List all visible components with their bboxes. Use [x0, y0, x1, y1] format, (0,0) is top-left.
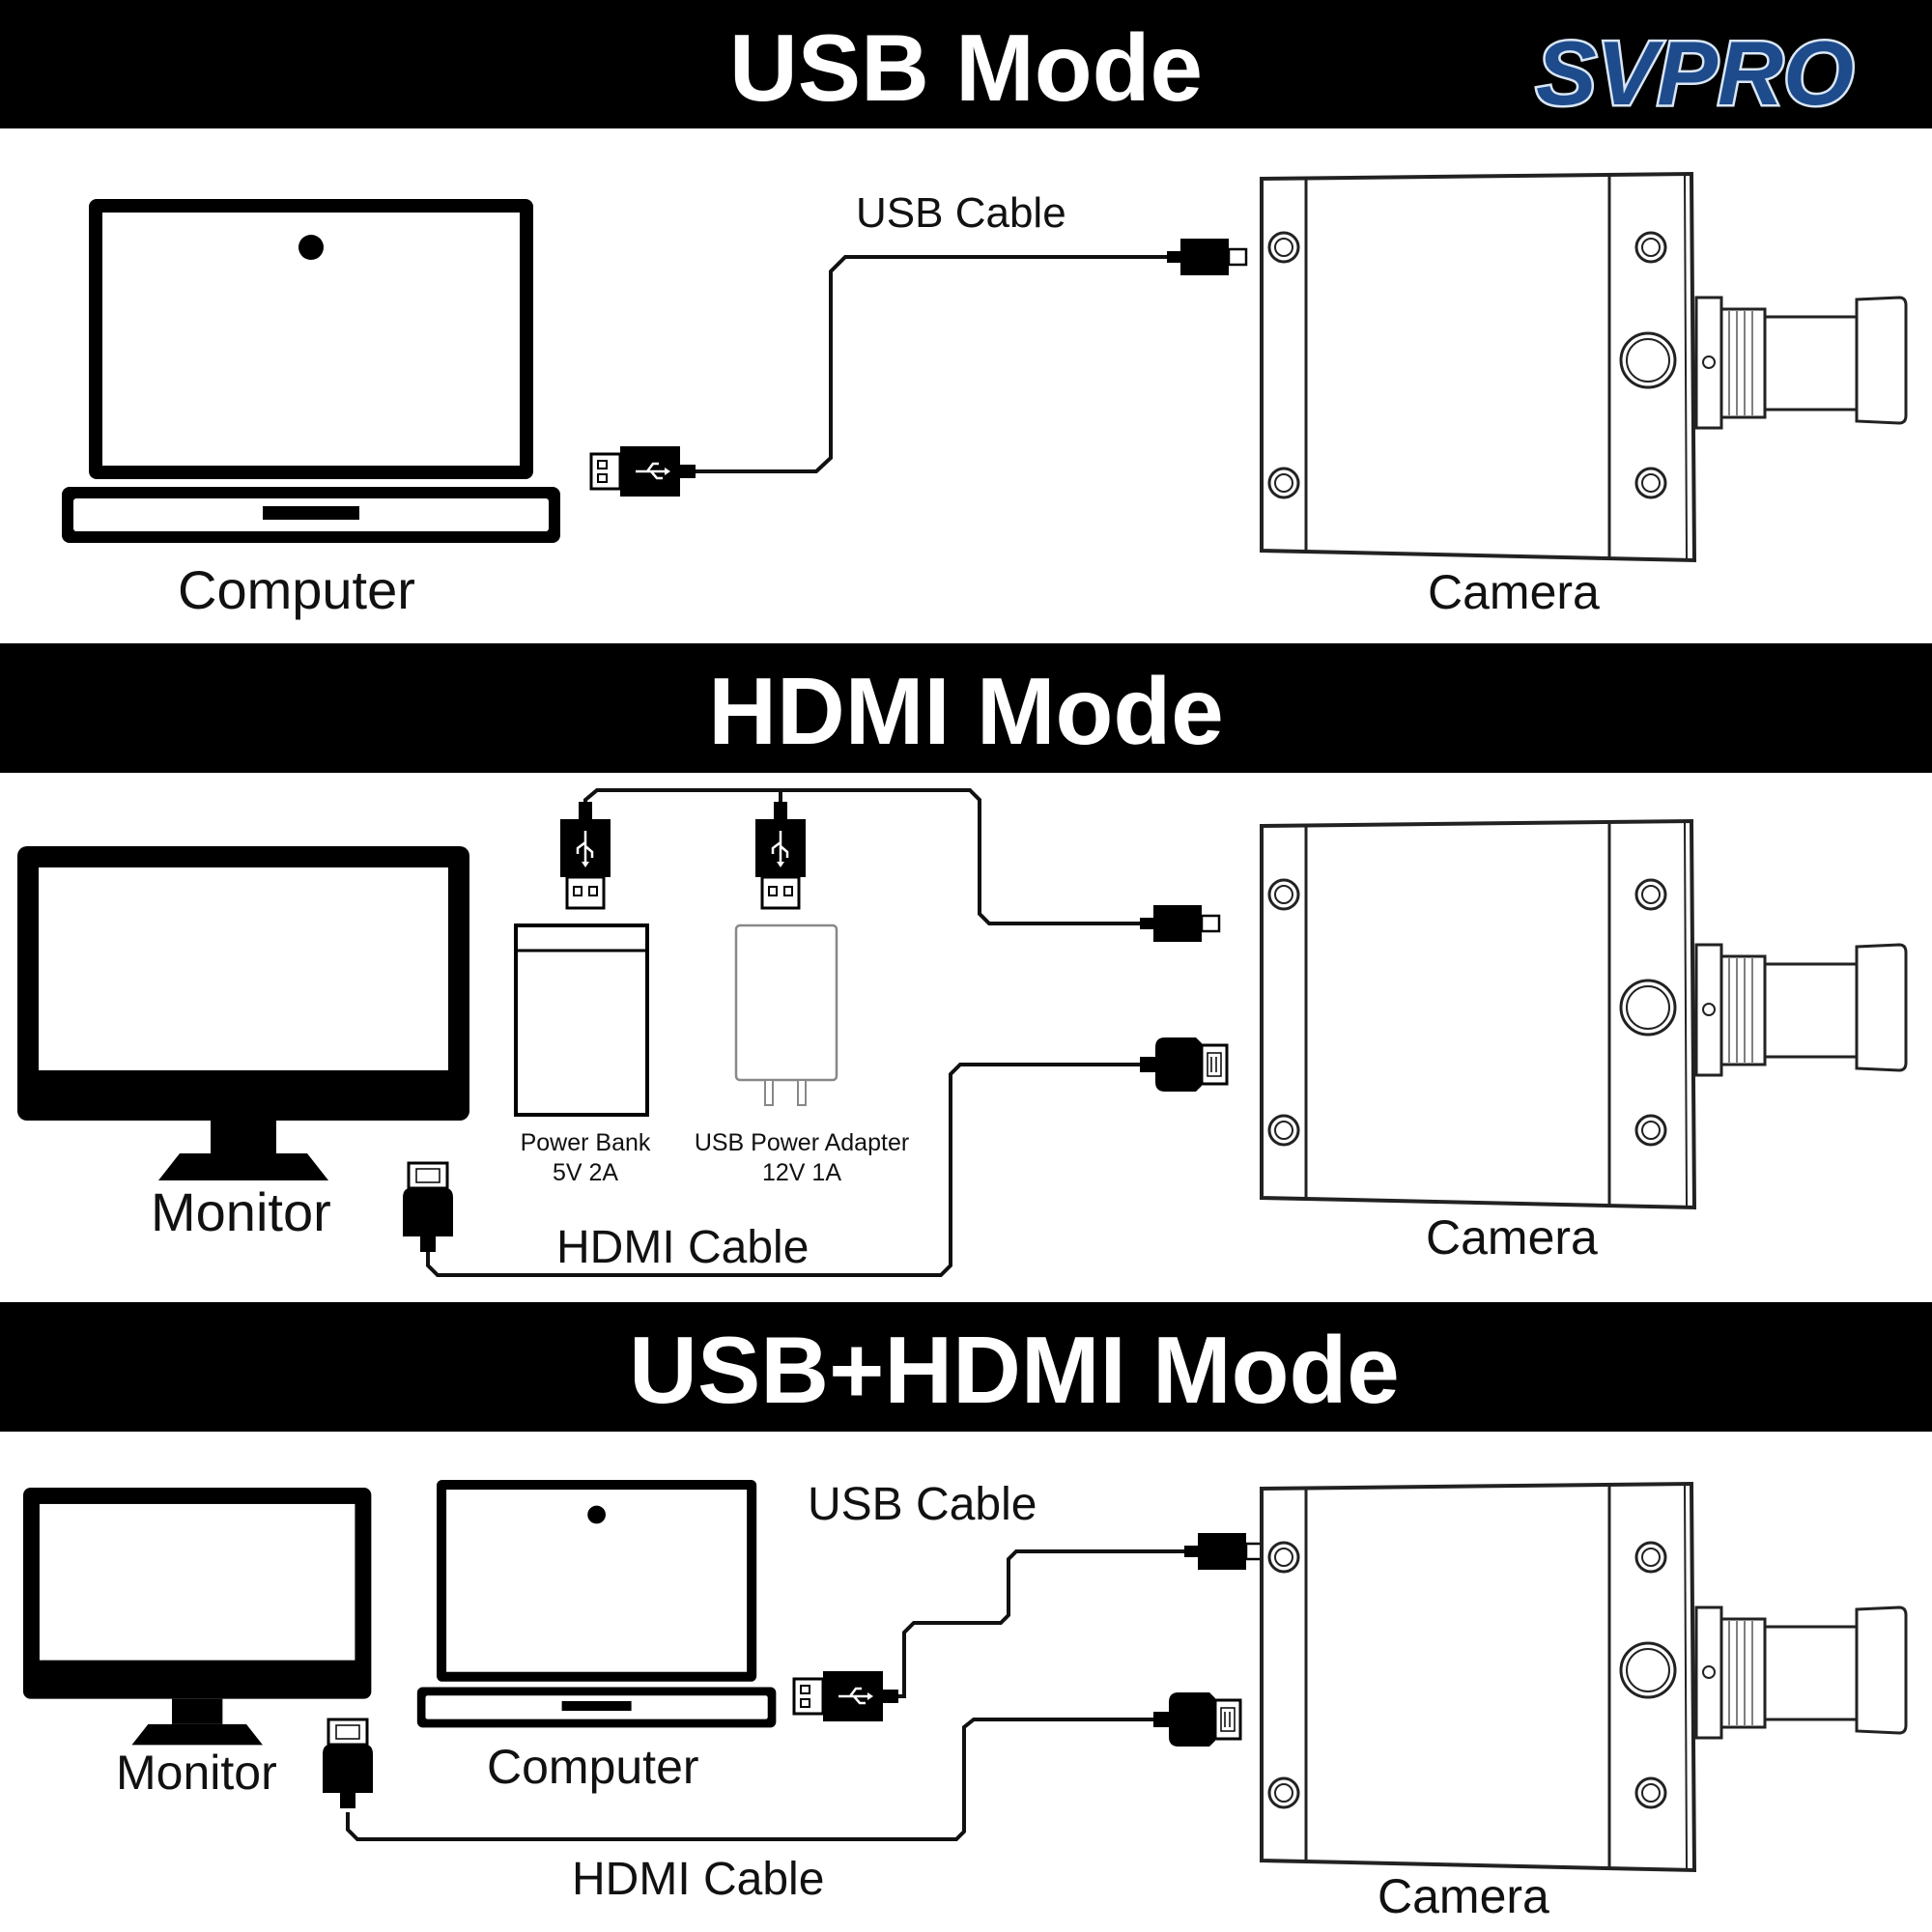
hdmi-mode-hdmi-cable [426, 1063, 1140, 1277]
hdmi-mode-camera [1260, 819, 1908, 1209]
usb-power-adapter-label: USB Power Adapter 12V 1A [682, 1128, 922, 1188]
usb-hdmi-mode-hdmi-cable-label: HDMI Cable [572, 1854, 825, 1905]
usb-mode-band [0, 0, 1932, 128]
usb-power-adapter [734, 923, 838, 1106]
usb-hdmi-mode-usb-cable-label: USB Cable [808, 1479, 1037, 1530]
adapter-spec: 12V 1A [761, 1159, 841, 1186]
hdmi-mode-monitor-hdmi-plug [401, 1161, 455, 1254]
power-bank-label: Power Bank 5V 2A [508, 1128, 663, 1188]
usb-hdmi-mode-camera [1260, 1482, 1908, 1872]
usb-mode-title: USB Mode [729, 14, 1203, 121]
usb-hdmi-mode-computer-label: Computer [487, 1740, 699, 1794]
svpro-logo-text: SVPRO [1536, 22, 1854, 124]
usb-hdmi-mode-usb-a-plug [792, 1669, 900, 1723]
usb-mode-camera [1260, 172, 1908, 562]
power-bank [514, 923, 649, 1117]
usb-mode-micro-usb-plug [1165, 237, 1248, 277]
usb-hdmi-mode-band [0, 1302, 1932, 1432]
usb-mode-computer [62, 199, 560, 543]
usb-hdmi-mode-micro-usb-plug [1182, 1531, 1265, 1572]
power-bank-usb-plug [558, 800, 612, 910]
adapter-name: USB Power Adapter [694, 1129, 910, 1156]
usb-mode-usb-cable-label: USB Cable [856, 189, 1066, 237]
usb-hdmi-mode-usb-cable [898, 1549, 1184, 1698]
hdmi-mode-hdmi-cable-label: HDMI Cable [556, 1222, 810, 1273]
usb-hdmi-mode-camera-hdmi-plug [1151, 1690, 1242, 1748]
adapter-usb-plug [753, 800, 808, 910]
usb-hdmi-mode-camera-label: Camera [1378, 1869, 1549, 1923]
usb-hdmi-mode-title: USB+HDMI Mode [629, 1317, 1400, 1423]
svpro-logo: SVPRO [1534, 21, 1857, 127]
usb-hdmi-mode-monitor-label: Monitor [116, 1746, 277, 1800]
usb-hdmi-mode-monitor-hdmi-plug [321, 1718, 375, 1810]
hdmi-mode-camera-label: Camera [1426, 1210, 1598, 1264]
hdmi-mode-monitor-label: Monitor [151, 1181, 331, 1242]
usb-hdmi-mode-hdmi-cable [346, 1718, 1153, 1841]
hdmi-mode-monitor [17, 846, 469, 1180]
usb-hdmi-mode-computer [416, 1480, 777, 1728]
hdmi-mode-power-cable [583, 788, 1140, 925]
usb-mode-computer-label: Computer [178, 559, 415, 620]
usb-hdmi-mode-monitor [23, 1488, 372, 1746]
hdmi-mode-camera-hdmi-plug [1138, 1036, 1229, 1094]
hdmi-mode-band [0, 643, 1932, 773]
hdmi-mode-micro-usb-plug [1138, 903, 1221, 944]
usb-mode-usb-a-plug [589, 444, 697, 498]
usb-mode-usb-cable [694, 255, 1167, 473]
power-bank-name: Power Bank [520, 1129, 651, 1156]
hdmi-mode-title: HDMI Mode [708, 658, 1224, 764]
power-bank-spec: 5V 2A [552, 1159, 619, 1186]
usb-mode-camera-label: Camera [1428, 565, 1600, 619]
